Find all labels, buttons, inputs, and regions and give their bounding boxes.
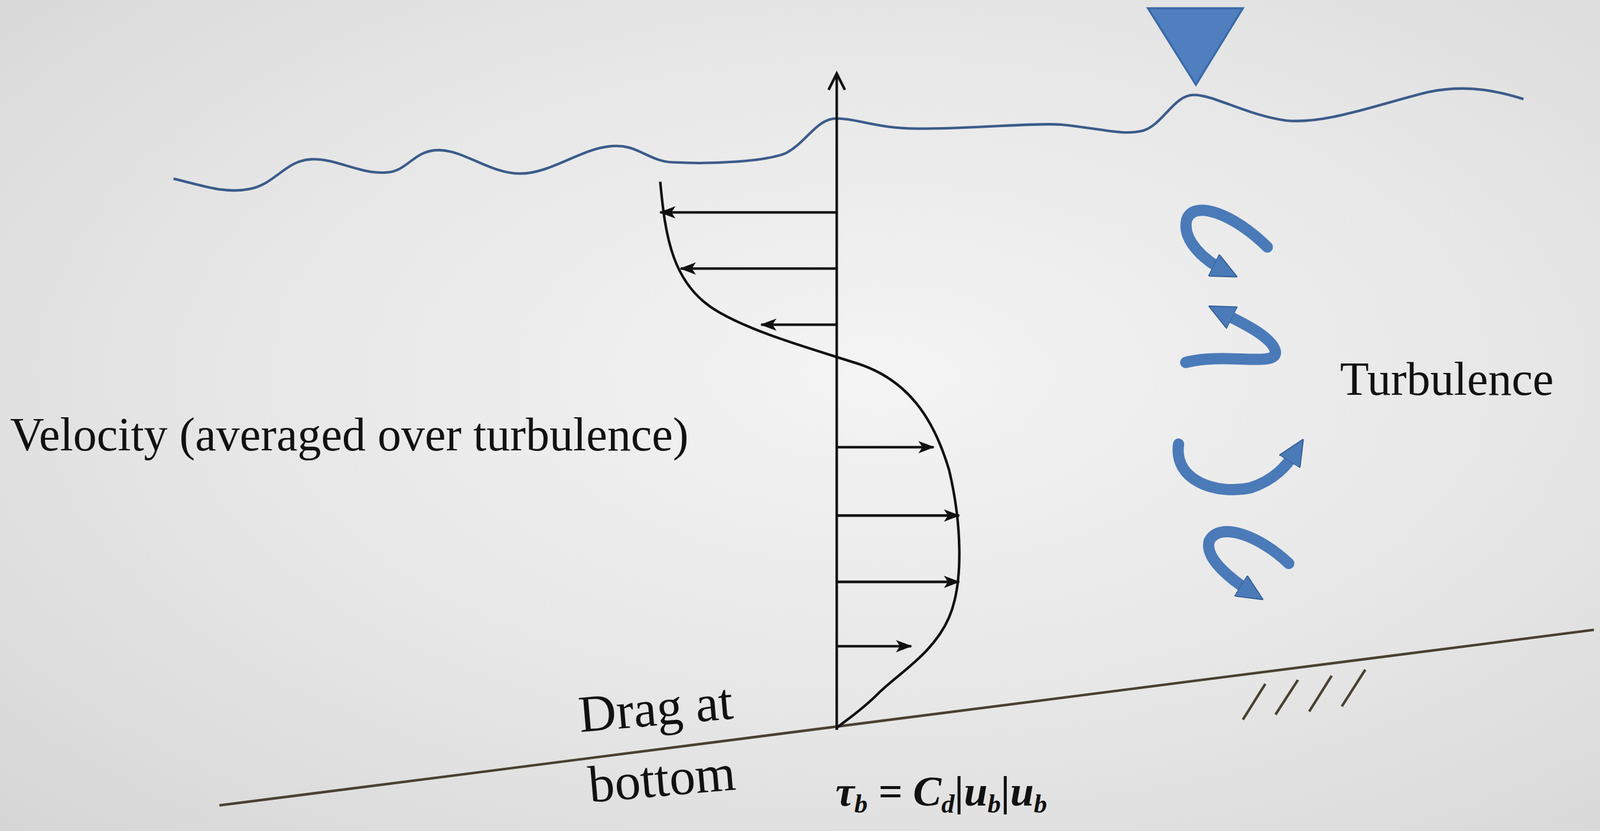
velocity-arrows: [659, 212, 959, 646]
water-surface: [173, 88, 1524, 191]
bed-line: [219, 629, 1594, 806]
water-level-symbol: [1148, 8, 1244, 86]
vertical-axis: [828, 73, 845, 730]
velocity-profile: [659, 181, 959, 728]
bed-stress-formula: τb = Cd|ub|ub: [835, 769, 1047, 818]
profile-label: Velocity (averaged over turbulence): [10, 407, 689, 462]
drag-label: Drag at bottom: [528, 661, 789, 825]
turbulence-eddies: [1178, 210, 1296, 593]
bed-hatch: [1243, 669, 1366, 720]
turbulence-label: Turbulence: [1340, 352, 1554, 406]
